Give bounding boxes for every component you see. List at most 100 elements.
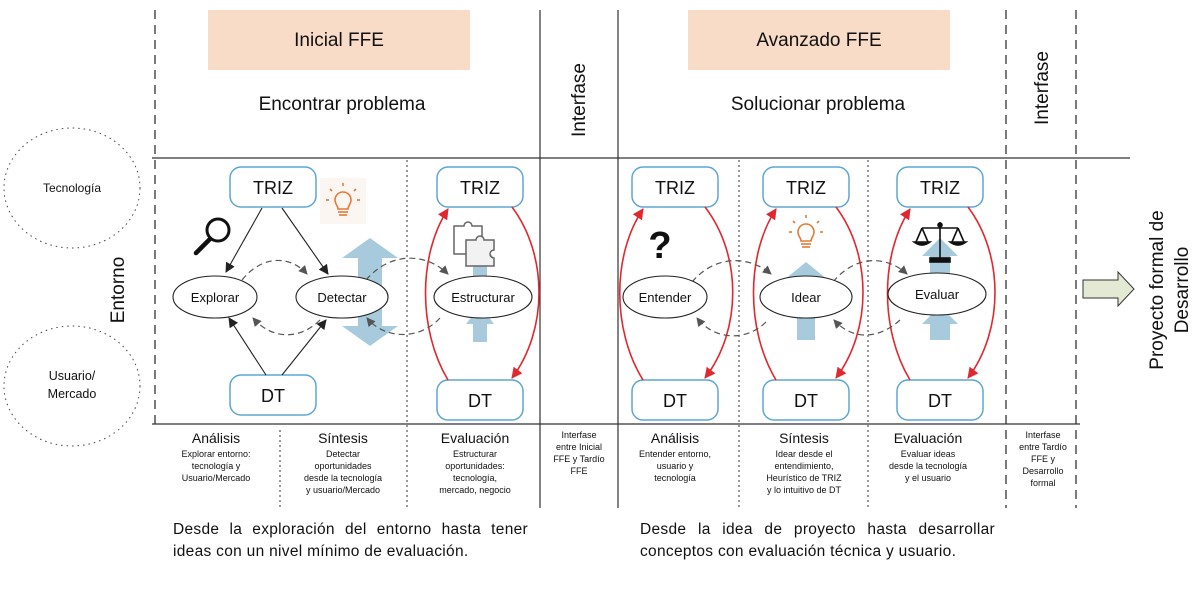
interface-label-1: Interfase bbox=[569, 63, 590, 137]
svg-text:DT: DT bbox=[663, 391, 687, 411]
technology-circle bbox=[3, 127, 141, 249]
dt-node-2: DT bbox=[436, 379, 524, 421]
stage-title-1: Síntesis bbox=[318, 430, 368, 446]
stage-line-2-2: tecnología, bbox=[453, 473, 497, 483]
stage-line-1-1: oportunidades bbox=[314, 461, 372, 471]
triz-node-1: TRIZ bbox=[229, 166, 317, 208]
dashed-cycle-arrows bbox=[241, 257, 908, 337]
svg-text:Explorar: Explorar bbox=[191, 290, 240, 305]
svg-text:TRIZ: TRIZ bbox=[920, 178, 960, 198]
triz-node-4: TRIZ bbox=[762, 166, 850, 208]
user-market-circle bbox=[3, 325, 141, 447]
svg-text:DT: DT bbox=[928, 391, 952, 411]
stage-line-2-0: Estructurar bbox=[453, 449, 497, 459]
node-estructurar: Estructurar bbox=[433, 275, 533, 319]
stage-line-6-0: Evaluar ideas bbox=[901, 449, 956, 459]
lightbulb-icon bbox=[789, 215, 823, 248]
node-explorar: Explorar bbox=[172, 275, 258, 319]
triz-node-2: TRIZ bbox=[436, 166, 524, 208]
svg-text:Estructurar: Estructurar bbox=[451, 290, 515, 305]
dt-node-3: DT bbox=[631, 379, 719, 421]
advanced-ffe-header-box bbox=[688, 10, 950, 70]
stage-line-7-1: entre Tardío bbox=[1019, 442, 1067, 452]
stage-line-0-2: Usuario/Mercado bbox=[182, 473, 251, 483]
svg-text:TRIZ: TRIZ bbox=[253, 178, 293, 198]
stage-title-6: Evaluación bbox=[894, 430, 963, 446]
advanced-ffe-subtitle: Solucionar problema bbox=[731, 94, 906, 115]
dt-node-4: DT bbox=[762, 379, 850, 421]
interface-label-2: Interfase bbox=[1032, 51, 1053, 125]
svg-text:Entender: Entender bbox=[639, 290, 692, 305]
technology-label: Tecnología bbox=[43, 181, 101, 195]
stage-line-3-3: FFE bbox=[571, 466, 588, 476]
stage-line-0-0: Explorar entorno: bbox=[181, 449, 250, 459]
stage-title-0: Análisis bbox=[192, 430, 240, 446]
stage-line-5-1: entendimiento, bbox=[774, 461, 833, 471]
node-detectar: Detectar bbox=[295, 275, 389, 319]
triz-node-5: TRIZ bbox=[896, 166, 984, 208]
stage-line-7-4: formal bbox=[1030, 478, 1055, 488]
stage-line-4-2: tecnología bbox=[654, 473, 696, 483]
question-mark-icon: ? bbox=[648, 225, 671, 267]
stage-line-5-3: y lo intuitivo de DT bbox=[767, 485, 842, 495]
svg-text:?: ? bbox=[648, 225, 671, 267]
stage-line-2-3: mercado, negocio bbox=[439, 485, 511, 495]
dt-node-1: DT bbox=[229, 374, 317, 416]
stage-line-1-3: y usuario/Mercado bbox=[306, 485, 380, 495]
user-label: Usuario/ bbox=[49, 369, 96, 383]
stage-line-2-1: oportunidades: bbox=[445, 461, 505, 471]
stage-title-5: Síntesis bbox=[779, 430, 829, 446]
svg-text:TRIZ: TRIZ bbox=[786, 178, 826, 198]
stage-title-2: Evaluación bbox=[441, 430, 510, 446]
svg-text:Idear: Idear bbox=[791, 290, 821, 305]
initial-ffe-subtitle: Encontrar problema bbox=[259, 94, 426, 115]
market-label: Mercado bbox=[48, 387, 97, 401]
output-label-line1: Proyecto formal de bbox=[1147, 210, 1168, 369]
stage-line-4-1: usuario y bbox=[657, 461, 694, 471]
stage-line-6-1: desde la tecnología bbox=[889, 461, 967, 471]
stage-line-3-2: FFE y Tardío bbox=[553, 454, 604, 464]
svg-text:TRIZ: TRIZ bbox=[460, 178, 500, 198]
svg-text:DT: DT bbox=[468, 391, 492, 411]
red-arrows bbox=[424, 206, 996, 381]
svg-text:Evaluar: Evaluar bbox=[915, 287, 960, 302]
output-arrow bbox=[1082, 270, 1135, 308]
node-idear: Idear bbox=[759, 275, 853, 319]
svg-text:TRIZ: TRIZ bbox=[655, 178, 695, 198]
stage-line-6-2: y el usuario bbox=[905, 473, 951, 483]
triz-node-3: TRIZ bbox=[631, 166, 719, 208]
lightbulb-icon bbox=[320, 178, 366, 224]
initial-ffe-header-box bbox=[208, 10, 470, 70]
magnifier-icon bbox=[193, 217, 231, 256]
stage-line-7-2: FFE y bbox=[1031, 454, 1055, 464]
stage-line-1-0: Detectar bbox=[326, 449, 360, 459]
balance-scale-icon bbox=[911, 222, 969, 263]
black-arrows bbox=[225, 207, 329, 376]
stage-line-7-3: Desarrollo bbox=[1022, 466, 1063, 476]
dt-node-5: DT bbox=[896, 379, 984, 421]
stage-line-7-0: Interfase bbox=[1025, 430, 1060, 440]
footer-right-text: Desde la idea de proyecto hasta desarrol… bbox=[640, 521, 995, 560]
svg-text:DT: DT bbox=[794, 391, 818, 411]
stage-line-1-2: desde la tecnología bbox=[304, 473, 382, 483]
stage-title-4: Análisis bbox=[651, 430, 699, 446]
stage-line-4-0: Entender entorno, bbox=[639, 449, 711, 459]
svg-text:DT: DT bbox=[261, 386, 285, 406]
stage-line-5-2: Heurístico de TRIZ bbox=[766, 473, 842, 483]
node-evaluar: Evaluar bbox=[887, 272, 987, 316]
stage-line-3-0: Interfase bbox=[561, 430, 596, 440]
advanced-ffe-header: Avanzado FFE bbox=[756, 30, 881, 51]
frame-lines bbox=[152, 10, 1130, 508]
node-entender: Entender bbox=[622, 275, 708, 319]
svg-text:Detectar: Detectar bbox=[317, 290, 367, 305]
environment-label: Entorno bbox=[108, 257, 129, 324]
output-label-line2: Desarrollo bbox=[1172, 247, 1193, 334]
footer-left-text: Desde la exploración del entorno hasta t… bbox=[173, 521, 528, 560]
initial-ffe-header: Inicial FFE bbox=[294, 30, 384, 51]
puzzle-icon bbox=[453, 221, 495, 267]
stage-line-3-1: entre Inicial bbox=[556, 442, 602, 452]
stage-line-5-0: Idear desde el bbox=[775, 449, 832, 459]
stage-line-0-1: tecnología y bbox=[192, 461, 241, 471]
